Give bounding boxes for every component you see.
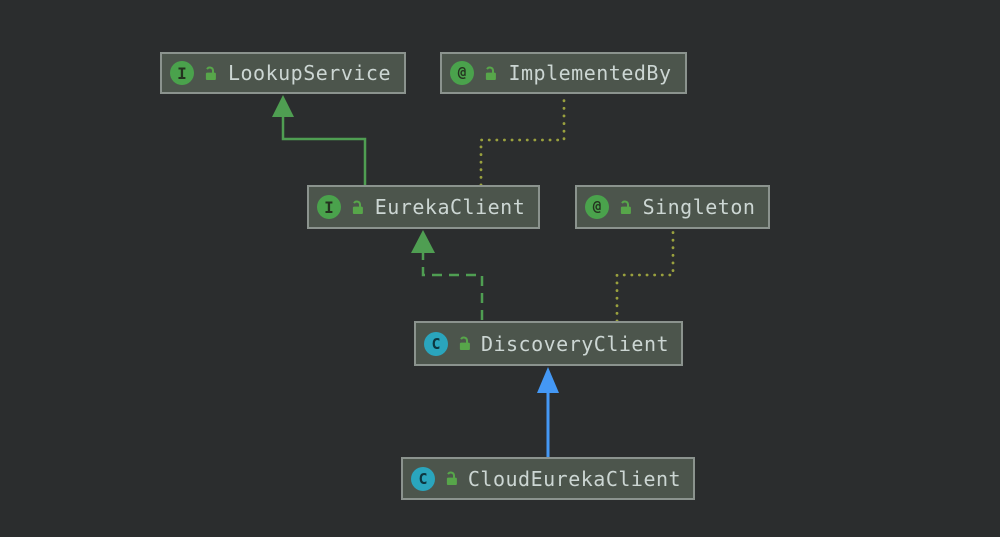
edge-line	[281, 113, 367, 185]
node-label: DiscoveryClient	[480, 331, 670, 356]
open-padlock-icon	[352, 200, 363, 214]
edge-discoveryclient-implements-eurekaclient	[411, 230, 484, 321]
class-node-cloudeurekaclient[interactable]: C CloudEurekaClient	[401, 457, 695, 500]
arrowhead-icon	[537, 367, 559, 393]
open-padlock-icon	[459, 336, 470, 350]
edge-eurekaclient-extends-lookupservice	[272, 95, 367, 185]
arrowhead-icon	[411, 230, 435, 253]
class-node-lookupservice[interactable]: I LookupService	[160, 52, 406, 94]
node-label: Singleton	[642, 195, 756, 219]
edge-line	[421, 250, 484, 321]
class-circle-icon: C	[411, 466, 435, 491]
class-circle-icon: C	[424, 331, 448, 356]
edge-discoveryclient-annotated-singleton	[615, 229, 675, 323]
edge-cloudeurekaclient-extends-discoveryclient	[537, 367, 559, 457]
edge-line	[615, 229, 675, 323]
annotation-circle-icon: @	[585, 195, 609, 219]
node-label: CloudEurekaClient	[467, 466, 682, 491]
arrowhead-icon	[272, 95, 294, 117]
annotation-node-singleton[interactable]: @ Singleton	[575, 185, 770, 229]
annotation-circle-icon: @	[450, 61, 474, 85]
edge-eurekaclient-annotated-implementedby	[479, 94, 566, 187]
node-label: LookupService	[227, 61, 392, 85]
open-padlock-icon	[446, 471, 457, 485]
edge-line	[479, 94, 566, 187]
node-label: EurekaClient	[374, 195, 526, 219]
open-padlock-icon	[620, 200, 631, 214]
class-node-discoveryclient[interactable]: C DiscoveryClient	[414, 321, 683, 366]
node-label: ImplementedBy	[508, 61, 672, 85]
interface-circle-icon: I	[170, 61, 194, 85]
open-padlock-icon	[205, 66, 216, 80]
open-padlock-icon	[485, 66, 496, 80]
interface-circle-icon: I	[317, 195, 341, 219]
annotation-node-implementedby[interactable]: @ ImplementedBy	[440, 52, 687, 94]
class-node-eurekaclient[interactable]: I EurekaClient	[307, 185, 540, 229]
